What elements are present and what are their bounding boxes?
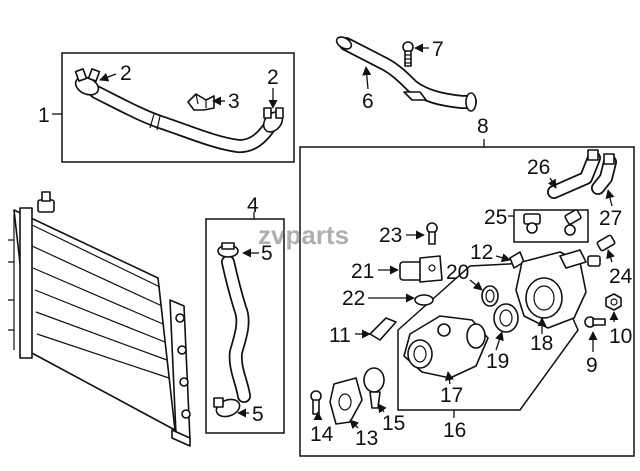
water-pipe-group: 7 6 bbox=[335, 36, 477, 113]
lower-hose-clamp-bottom bbox=[213, 397, 241, 418]
callout-16: 16 bbox=[443, 419, 466, 442]
hex-nut bbox=[605, 293, 622, 311]
callout-26: 26 bbox=[527, 156, 550, 179]
inlet-thermostat bbox=[363, 367, 385, 409]
water-outlet-housing bbox=[403, 315, 489, 379]
callout-1: 1 bbox=[38, 104, 50, 127]
callout-4: 4 bbox=[247, 194, 259, 217]
hose-clamp-right bbox=[262, 107, 284, 133]
callout-5-bottom: 5 bbox=[252, 403, 264, 426]
lower-hose-frame bbox=[205, 218, 285, 434]
lower-hose-group: 4 5 5 bbox=[205, 194, 285, 434]
watermark: zvparts bbox=[258, 220, 349, 250]
callout-15: 15 bbox=[382, 412, 405, 435]
callout-3: 3 bbox=[228, 90, 240, 113]
callout-27: 27 bbox=[599, 207, 622, 230]
callout-22: 22 bbox=[342, 287, 365, 310]
gasket-lower bbox=[369, 317, 397, 341]
callout-13: 13 bbox=[355, 427, 378, 450]
callout-9: 9 bbox=[586, 354, 598, 377]
callout-17: 17 bbox=[440, 384, 463, 407]
callout-12: 12 bbox=[470, 241, 493, 264]
thermostat bbox=[493, 303, 519, 333]
housing-bolt-lower bbox=[310, 390, 322, 415]
callout-10: 10 bbox=[609, 325, 632, 348]
thermostat-housing bbox=[515, 249, 587, 329]
housing-seal bbox=[481, 285, 499, 307]
callout-23: 23 bbox=[379, 224, 402, 247]
callout-2-right: 2 bbox=[267, 66, 279, 89]
callout-18: 18 bbox=[530, 332, 553, 355]
lower-radiator-hose bbox=[221, 255, 251, 403]
coolant-outlet-fitting bbox=[399, 255, 443, 283]
callout-6: 6 bbox=[362, 90, 374, 113]
fitting-kit-frame bbox=[513, 209, 589, 243]
callout-24: 24 bbox=[609, 265, 633, 288]
callout-21: 21 bbox=[351, 260, 374, 283]
upper-hose-group: 1 2 3 2 bbox=[38, 52, 295, 163]
upper-hose-frame bbox=[61, 52, 295, 163]
fitting-right bbox=[564, 209, 582, 236]
callout-2-left: 2 bbox=[120, 62, 132, 85]
thermostat-housing-frame bbox=[299, 146, 635, 457]
pipe-bolt bbox=[402, 41, 414, 67]
housing-subassembly-frame bbox=[397, 261, 579, 411]
callout-7: 7 bbox=[432, 38, 444, 61]
callout-14: 14 bbox=[310, 423, 334, 446]
fitting-left bbox=[523, 213, 541, 234]
bypass-hose bbox=[547, 149, 601, 199]
callout-11: 11 bbox=[329, 324, 351, 347]
callout-5-top: 5 bbox=[261, 242, 273, 265]
lower-hose-clamp-top bbox=[217, 242, 239, 258]
water-inlet bbox=[329, 377, 363, 425]
callout-8: 8 bbox=[477, 115, 489, 138]
radiator-cap bbox=[37, 191, 55, 213]
callout-19: 19 bbox=[486, 350, 509, 373]
stud-bolt bbox=[584, 316, 606, 328]
callout-20: 20 bbox=[446, 261, 469, 284]
upper-radiator-hose bbox=[89, 85, 277, 154]
radiator-assembly bbox=[8, 191, 191, 447]
heater-hose bbox=[591, 153, 617, 195]
temperature-sensor bbox=[587, 234, 616, 267]
radiator-left-tank bbox=[19, 207, 33, 359]
housing-bolt-upper bbox=[426, 222, 438, 245]
hose-clip bbox=[187, 93, 215, 111]
water-pipe bbox=[335, 36, 477, 112]
o-ring bbox=[414, 294, 434, 306]
thermostat-housing-group: 8 16 26 27 25 bbox=[299, 115, 635, 457]
hose-clamp-left bbox=[74, 68, 101, 96]
callout-25: 25 bbox=[484, 206, 507, 229]
